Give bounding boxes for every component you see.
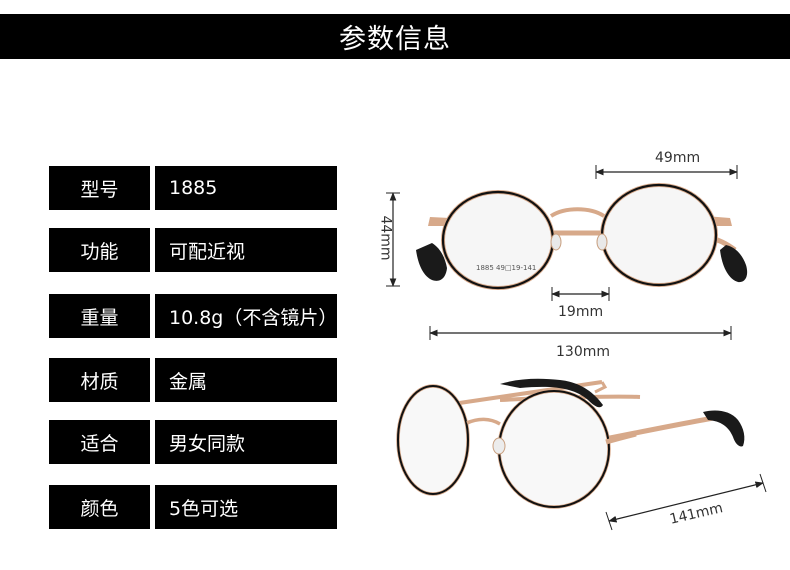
spec-row-material: 材质 金属 xyxy=(49,358,337,402)
frame-width-label: 130mm xyxy=(556,344,610,360)
spec-value: 金属 xyxy=(155,358,337,402)
front-view-glasses: 1885 49□19-141 xyxy=(416,183,748,290)
spec-value: 男女同款 xyxy=(155,420,337,464)
spec-label: 颜色 xyxy=(49,485,150,529)
lens-width-label: 49mm xyxy=(655,150,701,166)
spec-label: 材质 xyxy=(49,358,150,402)
lens-height-label: 44mm xyxy=(377,215,394,261)
spec-value: 1885 xyxy=(155,166,337,210)
spec-row-color: 颜色 5色可选 xyxy=(49,485,337,529)
spec-label: 重量 xyxy=(49,294,150,338)
spec-label: 型号 xyxy=(49,166,150,210)
front-temple-tip-side xyxy=(703,410,745,447)
section-title: 参数信息 xyxy=(339,24,451,55)
spec-value: 可配近视 xyxy=(155,228,337,272)
spec-row-function: 功能 可配近视 xyxy=(49,228,337,272)
side-view-glasses xyxy=(396,378,745,509)
right-temple-tip-front xyxy=(720,245,748,283)
spec-value: 10.8g（不含镜片） xyxy=(155,294,337,338)
spec-label: 功能 xyxy=(49,228,150,272)
back-temple-tip-side xyxy=(500,378,603,408)
spec-row-suitable: 适合 男女同款 xyxy=(49,420,337,464)
spec-row-model: 型号 1885 xyxy=(49,166,337,210)
bridge-label: 19mm xyxy=(558,304,604,320)
spec-label: 适合 xyxy=(49,420,150,464)
lens-imprint: 1885 49□19-141 xyxy=(476,264,536,272)
bridge-front xyxy=(549,207,606,218)
section-title-bar: 参数信息 xyxy=(0,14,790,59)
spec-value: 5色可选 xyxy=(155,485,337,529)
left-temple-tip-front xyxy=(416,243,447,281)
temple-length-dimension xyxy=(608,481,764,523)
spec-row-weight: 重量 10.8g（不含镜片） xyxy=(49,294,337,338)
